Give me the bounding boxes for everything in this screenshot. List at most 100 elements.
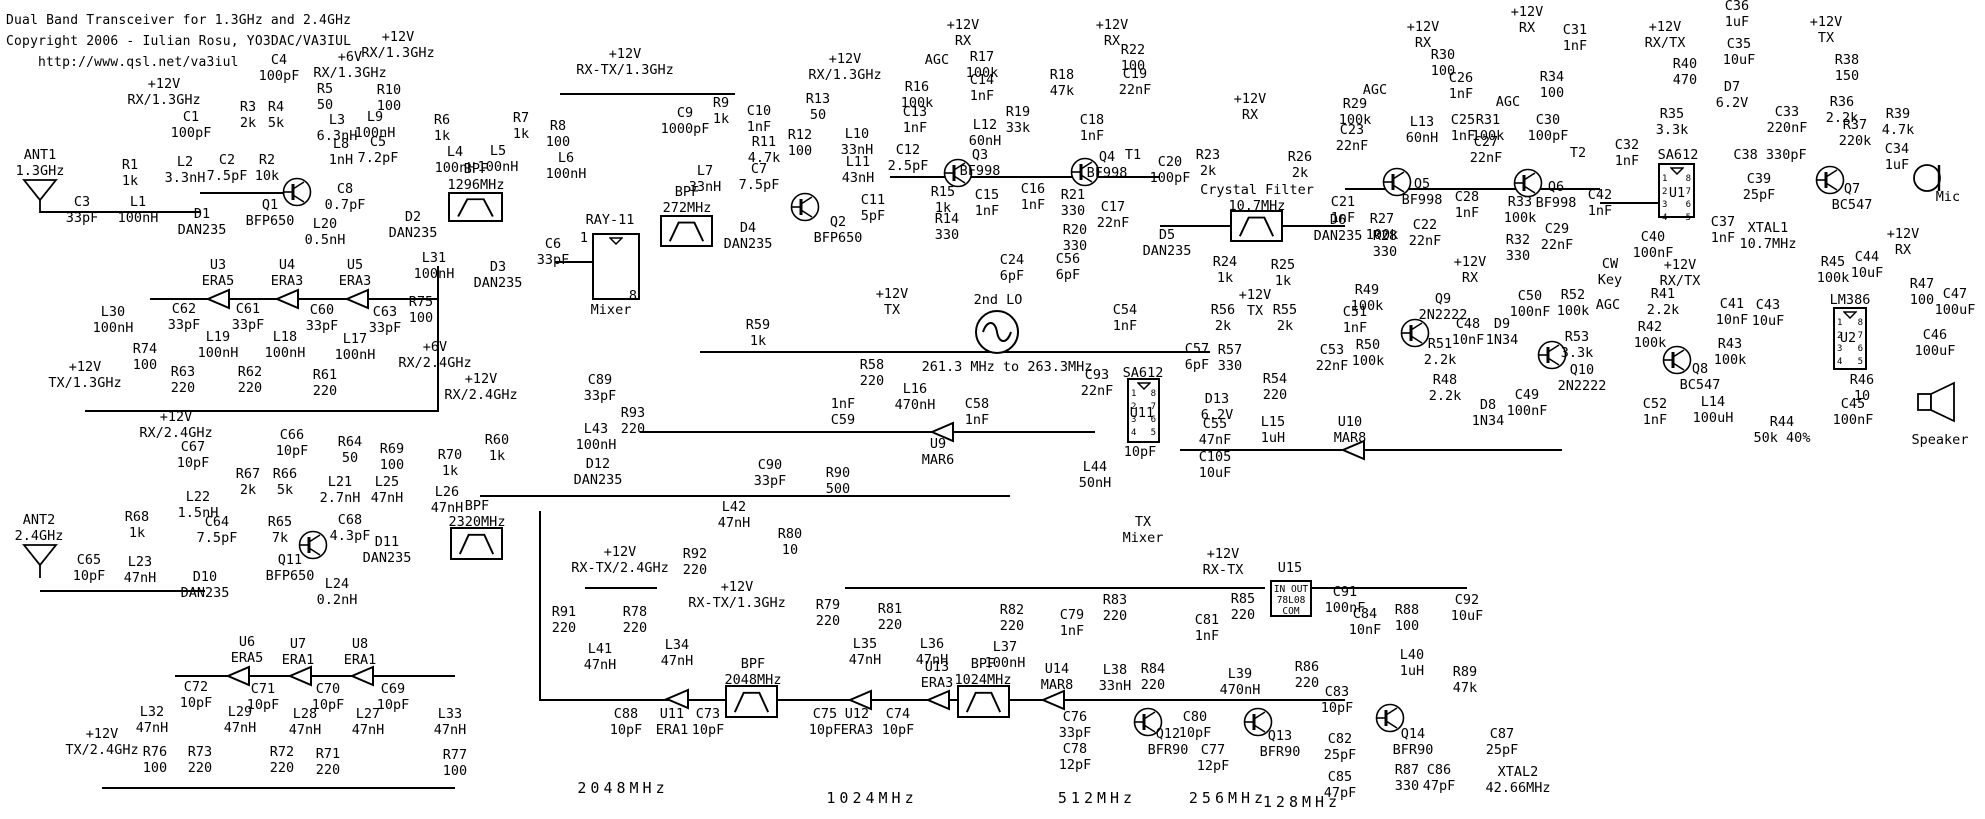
transistor-q7-icon: [1815, 165, 1845, 199]
speaker-icon: [1916, 381, 1958, 427]
label-r2: R2 10k: [254, 152, 280, 184]
label-c5: C5 7.2pF: [357, 134, 399, 166]
transistor-q5-icon: [1382, 167, 1412, 201]
label-c79: C79 1nF: [1059, 607, 1085, 639]
label-c82: C82 25pF: [1323, 731, 1357, 763]
label-r61: R61 220: [312, 367, 338, 399]
label-r41: R41 2.2k: [1646, 286, 1680, 318]
label-r31: R31 100k: [1471, 112, 1505, 144]
label-+6v: +6V RX/2.4GHz: [398, 339, 472, 371]
label-q6: Q6 BF998: [1535, 179, 1577, 211]
label-+12v: +12V TX/1.3GHz: [48, 359, 122, 391]
label-l32: L32 47nH: [135, 704, 169, 736]
label-+12v: +12V RX: [1510, 4, 1544, 36]
wire: [700, 351, 1210, 353]
label-q4: Q4 BF998: [1086, 149, 1128, 181]
label-l42: L42 47nH: [717, 499, 751, 531]
label-c20: C20 100pF: [1149, 154, 1191, 186]
label-d1: D1 DAN235: [177, 206, 227, 238]
wire: [1312, 587, 1467, 589]
copyright-line: Copyright 2006 - Iulian Rosu, YO3DAC/VA3…: [6, 34, 352, 49]
label-c72: C72 10pF: [179, 679, 213, 711]
label-c37: C37 1nF: [1710, 214, 1736, 246]
label-bpf: BPF 1024MHz: [954, 656, 1012, 688]
label-q13: Q13 BFR90: [1259, 728, 1301, 760]
label-r10: R10 100: [376, 82, 402, 114]
label-r78: R78 220: [622, 604, 648, 636]
label-c6: C6 33pF: [536, 236, 570, 268]
mic-label: Mic: [1935, 189, 1961, 205]
label-r68: R68 1k: [124, 509, 150, 541]
label-l1: L1 100nH: [117, 194, 159, 226]
label-r44: R44 50k 40%: [1753, 414, 1811, 446]
label-u7: U7 ERA1: [281, 636, 315, 668]
wire: [640, 431, 1095, 433]
label-c19: C19 22nF: [1118, 66, 1152, 98]
wire: [539, 511, 541, 701]
label-agc: AGC: [1495, 94, 1521, 110]
label-r30: R30 100: [1430, 47, 1456, 79]
label-c78: C78 12pF: [1058, 741, 1092, 773]
label-r74: R74 100: [132, 341, 158, 373]
label-r81: R81 220: [877, 601, 903, 633]
freq-1024mhz: 1024MHz: [826, 789, 918, 807]
label-l33: L33 47nH: [433, 706, 467, 738]
label-q7: Q7 BC547: [1831, 181, 1873, 213]
transistor-q9-icon: [1400, 318, 1430, 352]
label-c33: C33 220nF: [1766, 104, 1808, 136]
label-c39: C39 25pF: [1742, 171, 1776, 203]
label-+12v: +12V RX-TX/1.3GHz: [688, 579, 786, 611]
transistor-q12-icon: [1133, 707, 1163, 741]
label-c56: C56 6pF: [1055, 251, 1081, 283]
label-c80: C80 10pF: [1178, 709, 1212, 741]
label-r93: R93 220: [620, 405, 646, 437]
label-crystal: Crystal Filter 10.7MHz: [1200, 182, 1314, 214]
label-c88: C88 10pF: [609, 706, 643, 738]
amp-u4-icon: [274, 288, 300, 314]
label-r48: R48 2.2k: [1428, 372, 1462, 404]
label-u6: U6 ERA5: [230, 634, 264, 666]
label-q8: Q8 BC547: [1679, 361, 1721, 393]
label-c53: C53 22nF: [1315, 342, 1349, 374]
label-r86: R86 220: [1294, 659, 1320, 691]
label-l43: L43 100nH: [575, 421, 617, 453]
label-tx: TX Mixer: [1122, 514, 1164, 546]
label-l2: L2 3.3nH: [164, 154, 206, 186]
label-u3: U3 ERA5: [201, 257, 235, 289]
label-l40: L40 1uH: [1399, 647, 1425, 679]
amp-u7-icon: [287, 665, 313, 691]
label-mixer: Mixer: [590, 302, 632, 318]
label-c75: C75 10pF: [808, 706, 842, 738]
label-d4: D4 DAN235: [723, 220, 773, 252]
label-c35: C35 10uF: [1722, 36, 1756, 68]
transistor-q13-icon: [1243, 707, 1273, 741]
label-u15: U15: [1277, 560, 1303, 576]
label-r22: R22 100: [1120, 42, 1146, 74]
label-u11: U11: [1129, 405, 1155, 421]
label-c65: C65 10pF: [72, 552, 106, 584]
label-c60: C60 33pF: [305, 302, 339, 334]
label-+12v: +12V RX: [1406, 19, 1440, 51]
label-r92: R92 220: [682, 546, 708, 578]
label-c84: C84 10nF: [1348, 606, 1382, 638]
label-c23: C23 22nF: [1335, 122, 1369, 154]
label-r90: R90 500: [825, 465, 851, 497]
label-r60: R60 1k: [484, 432, 510, 464]
label-agc: AGC: [924, 52, 950, 68]
label-r20: R20 330: [1062, 222, 1088, 254]
label-+12v: +12V RX-TX/2.4GHz: [571, 544, 669, 576]
label-r5: R5 50: [316, 81, 334, 113]
label-r16: R16 100k: [900, 79, 934, 111]
label-+12v: +12V RX/1.3GHz: [127, 76, 201, 108]
label-r73: R73 220: [187, 744, 213, 776]
label-l11: L11 43nH: [841, 154, 875, 186]
label-r8: R8 100: [545, 118, 571, 150]
transistor-q11-icon: [298, 530, 328, 564]
label-r72: R72 220: [269, 744, 295, 776]
label-c69: C69 10pF: [376, 681, 410, 713]
label-r27: R27 100k: [1365, 211, 1399, 243]
label-+6v: +6V RX/1.3GHz: [313, 49, 387, 81]
label-r47: R47 100: [1909, 276, 1935, 308]
